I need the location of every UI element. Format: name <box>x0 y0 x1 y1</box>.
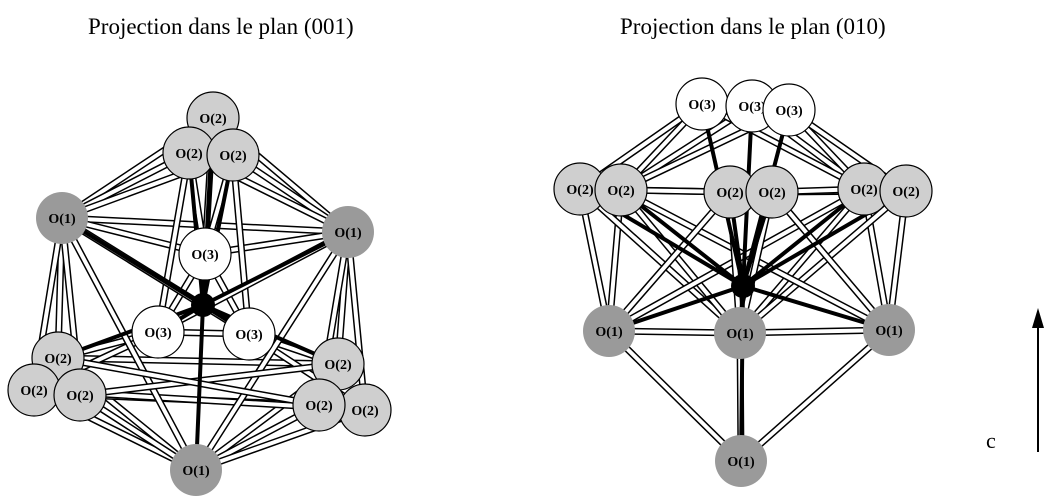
right-atoms-layer: O(2) O(2) O(2) O(2) O(2) O(2) O(3) O(3) O(3) O(1)… <box>553 77 933 487</box>
right-bond-R4-R11 <box>576 185 744 337</box>
right-atom-label: O(2) <box>758 186 786 201</box>
right-bond-R9-R11 <box>736 187 910 337</box>
left-bond-L9-L13 <box>54 354 323 409</box>
right-atom-o2-r7: O(2) <box>745 165 799 219</box>
left-atom-o2-l13: O(2) <box>292 378 346 432</box>
left-atom-label: O(2) <box>44 352 72 367</box>
left-atom-label: O(3) <box>235 328 263 343</box>
left-atom-o3-l8: O(3) <box>222 307 276 361</box>
right-bond-R8-R11 <box>736 185 868 337</box>
right-atom-o1-r11: O(1) <box>714 307 766 359</box>
left-atom-o1-l15: O(1) <box>170 444 222 496</box>
right-bond-R6-R10 <box>605 188 734 335</box>
left-bond-L4-L15 <box>58 214 200 474</box>
right-atom-o1-r13: O(1) <box>715 435 767 487</box>
left-central-cation <box>191 293 215 317</box>
right-bond-R12-R13 <box>737 326 893 465</box>
left-atom-label: O(2) <box>20 384 48 399</box>
right-atom-label: O(1) <box>595 325 623 340</box>
right-atom-o2-r4: O(2) <box>553 162 607 216</box>
right-bond-R7-R12 <box>768 188 893 334</box>
left-atom-label: O(2) <box>324 358 352 373</box>
right-atom-label: O(2) <box>892 185 920 200</box>
right-atom-o1-r12: O(1) <box>863 304 915 356</box>
right-panel-title: Projection dans le plan (010) <box>620 14 886 39</box>
right-atom-o3-r1: O(3) <box>675 77 729 131</box>
c-axis-label: c <box>986 428 996 453</box>
right-atom-label: O(2) <box>566 183 594 198</box>
left-center-bond-L4 <box>60 216 205 307</box>
right-central-cation <box>731 274 755 298</box>
right-atom-label: O(2) <box>716 186 744 201</box>
left-atom-o2-l10: O(2) <box>7 363 61 417</box>
left-atom-label: O(2) <box>219 149 247 164</box>
left-atom-o2-l3: O(2) <box>206 128 260 182</box>
left-atom-label: O(2) <box>199 112 227 127</box>
left-atom-o2-l14: O(2) <box>338 383 392 437</box>
right-atom-label: O(2) <box>607 184 635 199</box>
left-bond-L5-L15 <box>192 228 352 474</box>
right-atom-o2-r8: O(2) <box>837 162 891 216</box>
left-atom-label: O(2) <box>66 389 94 404</box>
left-atom-label: O(1) <box>334 226 362 241</box>
left-bond-L5-L14 <box>344 228 369 414</box>
right-bond-R5-R11 <box>617 186 744 337</box>
left-atom-label: O(2) <box>175 147 203 162</box>
left-bond-L3-L8 <box>229 151 253 338</box>
left-atom-o1-l5: O(1) <box>322 206 374 258</box>
right-atom-o1-r10: O(1) <box>583 305 635 357</box>
right-atom-o2-r9: O(2) <box>879 164 933 218</box>
right-atom-o2-r5: O(2) <box>594 163 648 217</box>
right-atom-label: O(3) <box>688 98 716 113</box>
right-atom-o3-r3: O(3) <box>762 83 816 137</box>
right-atom-label: O(1) <box>727 455 755 470</box>
left-center-bond-L15 <box>194 303 205 472</box>
right-atom-label: O(3) <box>775 104 803 119</box>
right-atom-label: O(1) <box>875 324 903 339</box>
left-atom-o3-l6: O(3) <box>178 227 232 281</box>
left-atom-label: O(3) <box>191 248 219 263</box>
left-atom-label: O(2) <box>351 404 379 419</box>
right-bond-R10-R13 <box>605 327 745 465</box>
c-axis: c <box>986 308 1044 453</box>
left-atom-o1-l4: O(1) <box>36 192 88 244</box>
left-atom-label: O(3) <box>144 326 172 341</box>
left-panel-title: Projection dans le plan (001) <box>88 14 354 39</box>
left-atom-label: O(1) <box>48 212 76 227</box>
right-atom-label: O(3) <box>738 100 766 115</box>
left-atoms-layer: O(2) O(2) O(2) O(1) O(1) O(3) O(2) O(2) O(2) O(2)… <box>7 91 392 496</box>
left-atom-o2-l11: O(2) <box>53 368 107 422</box>
c-axis-arrowhead-icon <box>1032 308 1044 328</box>
left-bond-L11-L12 <box>76 360 342 399</box>
left-atom-label: O(1) <box>182 464 210 479</box>
left-center-bond-L5 <box>201 230 350 307</box>
left-atom-o2-l12: O(2) <box>311 337 365 391</box>
right-atom-label: O(2) <box>850 183 878 198</box>
right-atom-o2-r6: O(2) <box>703 165 757 219</box>
left-atom-o3-l7: O(3) <box>131 305 185 359</box>
right-atom-label: O(1) <box>726 327 754 342</box>
left-atom-label: O(2) <box>305 399 333 414</box>
left-bond-L2-L7 <box>154 149 193 336</box>
